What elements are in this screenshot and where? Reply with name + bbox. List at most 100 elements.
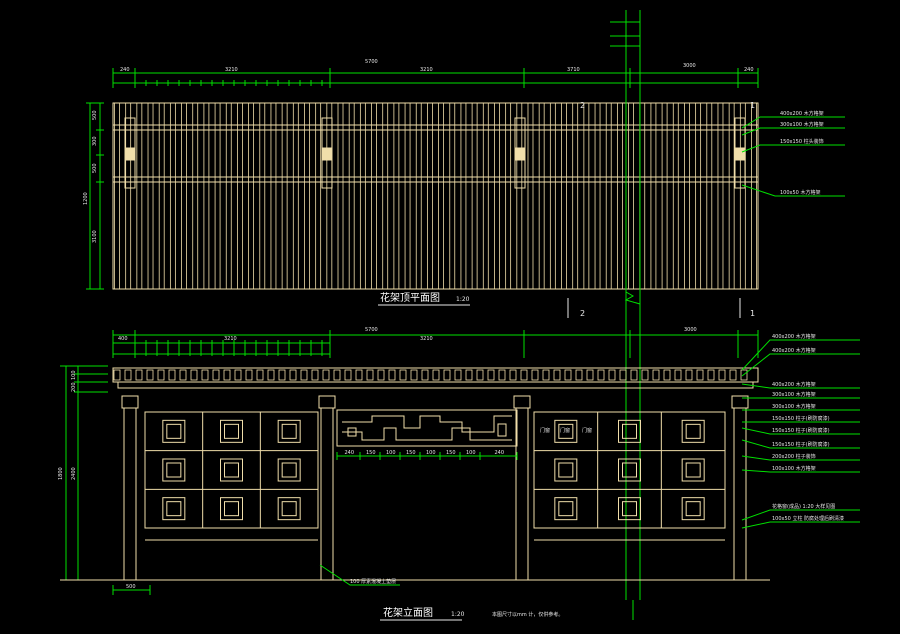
plan-slat: [471, 102, 478, 290]
lattice-box-inner: [558, 462, 574, 478]
plan-title: 花架顶平面图: [380, 291, 440, 304]
lattice-frame: [533, 411, 726, 529]
plan-slat: [147, 102, 154, 290]
plan-slat: [237, 102, 243, 290]
plan-slat: [248, 102, 255, 290]
elevation-title: 花架立面图: [383, 606, 433, 619]
fret-pattern: [336, 409, 518, 447]
roof-slat: [443, 369, 451, 381]
section-mark: 2: [580, 101, 585, 110]
plan-post-head: [515, 147, 525, 161]
elev-bottom-dim: 500: [126, 584, 136, 590]
elevation-note: 本图尺寸以mm 计，仅供参考。: [492, 611, 563, 618]
roof-slat: [278, 369, 286, 381]
plan-slat: [382, 102, 389, 290]
plan-slat: [561, 102, 567, 290]
plan-slat: [572, 102, 579, 290]
roof-slat: [421, 369, 429, 381]
roof-slat: [256, 369, 264, 381]
roof-slat: [212, 369, 220, 381]
plan-slat: [326, 102, 333, 290]
plan-slat: [672, 102, 679, 290]
roof-joist: [117, 381, 754, 389]
roof-slat: [520, 369, 528, 381]
lattice-box-inner: [685, 501, 701, 517]
lattice-box-inner: [166, 462, 182, 478]
plan-slat: [650, 102, 657, 290]
mid-dim-label: 240: [345, 450, 355, 456]
lattice-box-inner: [558, 423, 574, 439]
roof-slat: [465, 369, 473, 381]
plan-callout-text: 100x50 木方格架: [780, 189, 820, 196]
lattice-frame: [144, 411, 319, 529]
roof-slat: [333, 369, 341, 381]
roof-slat: [685, 369, 693, 381]
roof-slat: [663, 369, 671, 381]
plan-post-head: [125, 147, 135, 161]
plan-beams: [113, 124, 758, 183]
plan-slat: [371, 102, 377, 290]
plan-slat: [393, 102, 400, 290]
roof-slat: [432, 369, 440, 381]
lattice-box: [220, 419, 243, 443]
plan-dim-left: 1200: [83, 192, 89, 205]
roof-slat: [696, 369, 704, 381]
roof-slat: [729, 369, 737, 381]
plan-post: [321, 117, 333, 189]
section-mark: 1: [750, 101, 755, 110]
plan-scale: 1:20: [456, 296, 470, 303]
lattice-box-inner: [224, 501, 239, 517]
lattice-box-inner: [224, 462, 239, 478]
roof-slat: [124, 369, 132, 381]
plan-dimensions-top: 240 3210 5700 3210 3710 3000 240: [112, 59, 759, 88]
roof-slat: [564, 369, 572, 381]
roof-slat: [300, 369, 308, 381]
roof-slat: [201, 369, 209, 381]
plan-dimensions-left: 500 300 500 1200 3100: [83, 102, 104, 290]
door-label: 门窗: [540, 427, 550, 434]
roof-slat: [619, 369, 627, 381]
lattice-box: [618, 419, 641, 443]
lattice-box-inner: [685, 462, 701, 478]
plan-slat: [583, 102, 590, 290]
mid-dim-label: 100: [386, 450, 396, 456]
roof-slats: [113, 369, 748, 381]
plan-dim-label: 240: [744, 67, 754, 73]
roof-slat: [245, 369, 253, 381]
plan-slat: [728, 102, 735, 290]
plan-dim-label: 3710: [567, 67, 580, 73]
plan-slat: [751, 102, 757, 290]
plan-slat: [538, 102, 545, 290]
roof-slat: [168, 369, 176, 381]
plan-slat: [482, 102, 489, 290]
elev-mid-dimensions: [336, 452, 518, 460]
plan-dim-label: 240: [120, 67, 130, 73]
plan-slat: [684, 102, 690, 290]
plan-slat: [125, 102, 132, 290]
roof-slat: [454, 369, 462, 381]
lattice-box: [554, 458, 578, 482]
lattice-box-inner: [622, 462, 637, 478]
elev-callout-text: 花格窗(成品) 1:20 大样见图: [772, 503, 835, 510]
plan-slat: [203, 102, 210, 290]
lattice-box-inner: [281, 462, 297, 478]
roof-slat: [355, 369, 363, 381]
elev-base-note: 100 厚素混凝土垫层: [350, 578, 396, 585]
elev-callout-leader: [741, 509, 860, 521]
plan-slat: [460, 102, 467, 290]
plan-callout-text: 300x100 木方格架: [780, 121, 824, 128]
elev-callout-text: 400x200 木方格架: [772, 333, 816, 340]
plan-slat: [292, 102, 299, 290]
roof-slat: [311, 369, 319, 381]
roof-slat: [135, 369, 143, 381]
plan-slat: [169, 102, 176, 290]
elev-dim-label: 3210: [420, 336, 433, 342]
lattice-box: [277, 419, 301, 443]
plan-post: [734, 117, 746, 189]
elev-callout-text: 100x50 立柱 防腐处理后刷清漆: [772, 515, 844, 522]
lattice-box: [618, 458, 641, 482]
plan-slat: [359, 102, 366, 290]
elev-dim-label: 3000: [684, 327, 697, 333]
roof-slat: [674, 369, 682, 381]
plan-callouts: [741, 116, 845, 197]
